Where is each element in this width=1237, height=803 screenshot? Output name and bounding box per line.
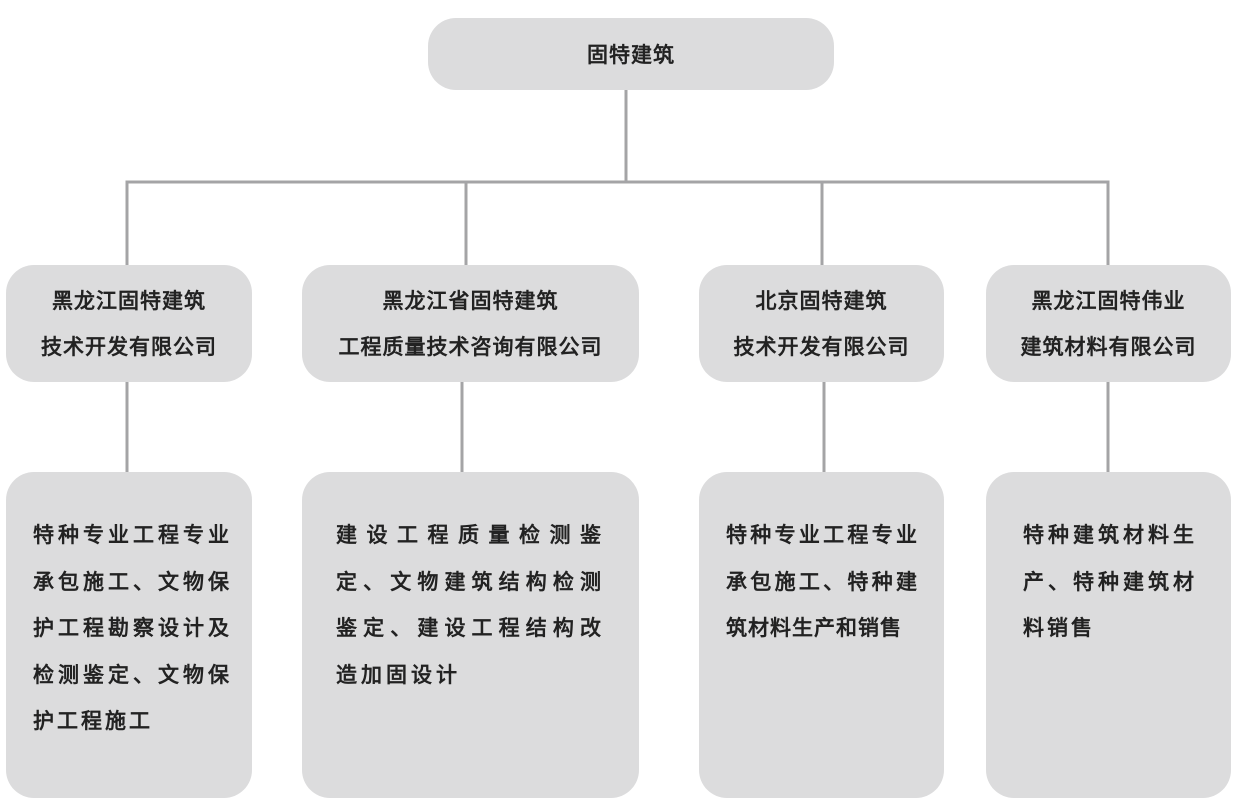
company-node-1: 黑龙江固特建筑 技术开发有限公司 bbox=[6, 265, 252, 382]
company-node-3: 北京固特建筑 技术开发有限公司 bbox=[699, 265, 944, 382]
root-node: 固特建筑 bbox=[428, 18, 834, 90]
company-name-line2: 技术开发有限公司 bbox=[41, 334, 217, 359]
business-scope-2: 建设工程质量检测鉴定、文物建筑结构检测鉴定、建设工程结构改造加固设计 bbox=[302, 472, 639, 798]
company-name-line2: 建筑材料有限公司 bbox=[1020, 334, 1197, 359]
company-name-line1: 黑龙江省固特建筑 bbox=[382, 288, 559, 313]
company-name-line2: 工程质量技术咨询有限公司 bbox=[338, 334, 603, 359]
company-name-line2: 技术开发有限公司 bbox=[733, 334, 910, 359]
company-node-4: 黑龙江固特伟业 建筑材料有限公司 bbox=[986, 265, 1231, 382]
business-scope-3: 特种专业工程专业承包施工、特种建筑材料生产和销售 bbox=[699, 472, 944, 798]
company-name-line1: 黑龙江固特伟业 bbox=[1031, 288, 1186, 313]
business-scope-1: 特种专业工程专业承包施工、文物保护工程勘察设计及检测鉴定、文物保护工程施工 bbox=[6, 472, 252, 798]
company-node-2: 黑龙江省固特建筑 工程质量技术咨询有限公司 bbox=[302, 265, 639, 382]
company-name-line1: 北京固特建筑 bbox=[755, 288, 888, 313]
root-label: 固特建筑 bbox=[587, 43, 675, 67]
business-scope-4: 特种建筑材料生产、特种建筑材料销售 bbox=[986, 472, 1231, 798]
company-name-line1: 黑龙江固特建筑 bbox=[52, 288, 206, 313]
